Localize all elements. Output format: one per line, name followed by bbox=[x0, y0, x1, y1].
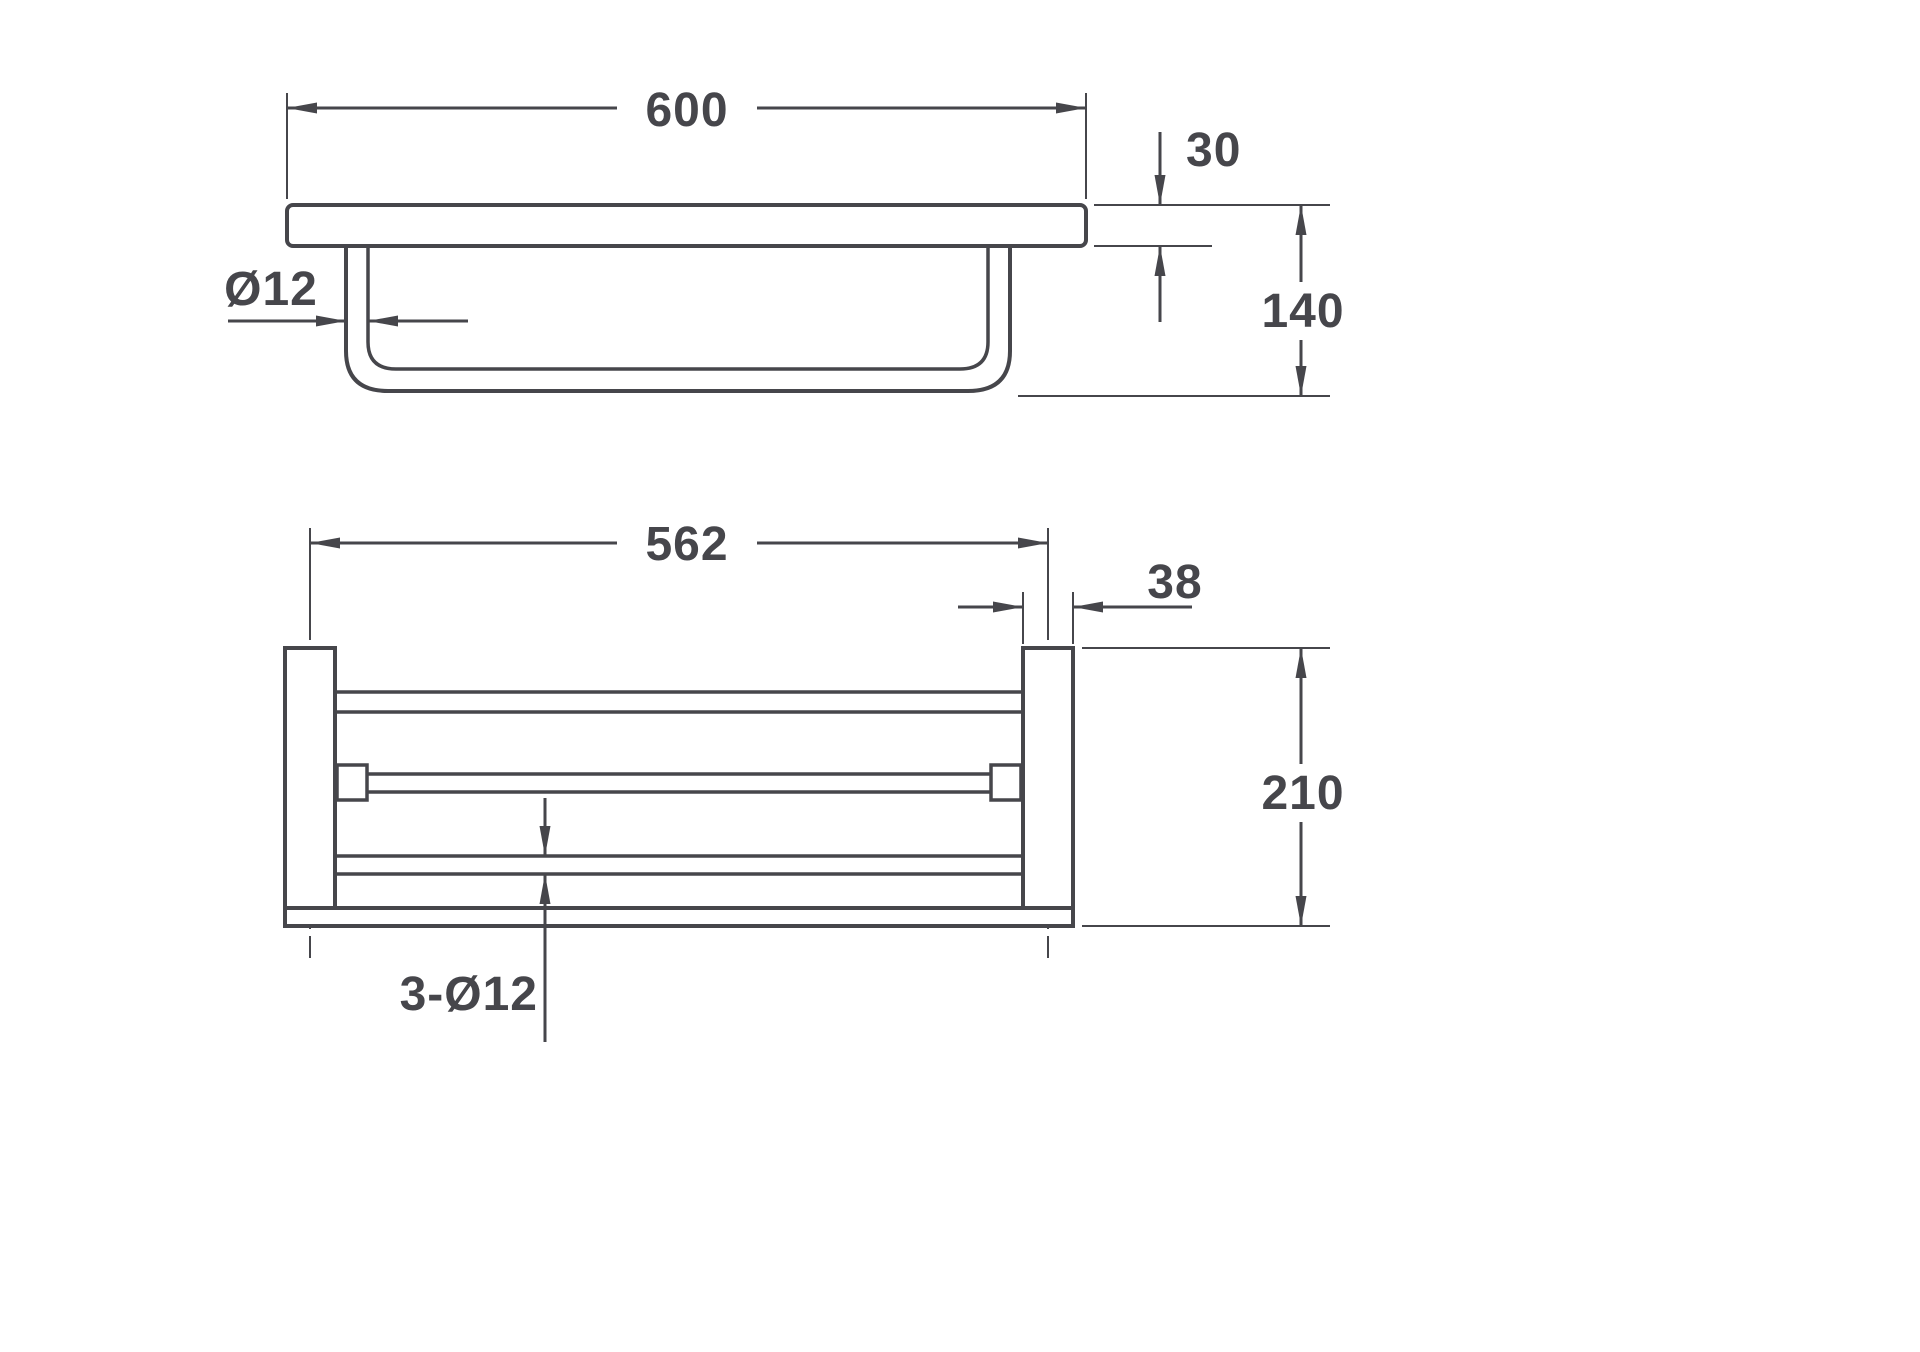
left-post bbox=[283, 646, 337, 910]
dimension-bar-diameter: Ø12 bbox=[224, 263, 468, 327]
dimension-front-height: 210 bbox=[1082, 647, 1344, 927]
front-view: 562 38 bbox=[283, 518, 1344, 1042]
dimension-post-spacing: 562 bbox=[309, 518, 1049, 614]
rack-front-body bbox=[283, 646, 1075, 928]
dimension-shelf-thickness: 30 bbox=[1094, 124, 1330, 322]
dimension-label-side-height: 140 bbox=[1261, 285, 1344, 338]
shelf-plate-side-profile bbox=[285, 203, 1088, 248]
towel-bar-outer-line bbox=[344, 248, 1012, 393]
towel-bar-side-profile bbox=[344, 248, 1012, 393]
middle-bar-left-cap bbox=[335, 763, 369, 802]
right-post bbox=[1021, 646, 1075, 910]
dimension-side-height: 140 bbox=[1018, 205, 1344, 397]
dimension-overall-width: 600 bbox=[286, 84, 1087, 199]
dimension-post-width: 38 bbox=[958, 556, 1202, 644]
towel-bar-inner-line bbox=[366, 248, 990, 371]
dimension-label-front-height: 210 bbox=[1261, 767, 1344, 820]
middle-bar-right-cap bbox=[989, 763, 1023, 802]
dimension-label-bar-diameter: Ø12 bbox=[224, 263, 318, 316]
bottom-shelf-edge bbox=[283, 906, 1075, 928]
dimension-label-bar-spec: 3-Ø12 bbox=[400, 968, 538, 1021]
side-view: 600 Ø12 30 bbox=[224, 84, 1344, 397]
dimension-label-post-width: 38 bbox=[1147, 556, 1202, 609]
dimension-label-overall-width: 600 bbox=[645, 84, 728, 137]
dimension-bar-spec: 3-Ø12 bbox=[400, 798, 551, 1042]
dimension-label-shelf-thickness: 30 bbox=[1186, 124, 1241, 177]
dimension-label-post-spacing: 562 bbox=[645, 518, 728, 571]
